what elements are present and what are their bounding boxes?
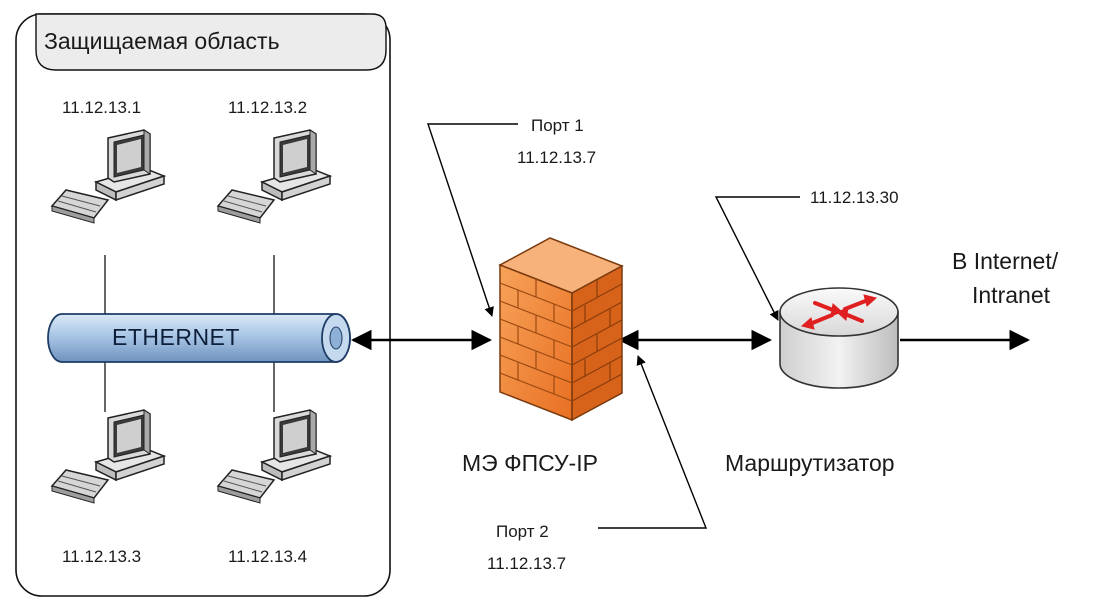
protected-area-title-tab [35, 13, 387, 71]
port1-callout-line [427, 123, 518, 317]
computer-icon-4 [217, 409, 331, 504]
firewall-label: МЭ ФПСУ-IP [462, 450, 598, 476]
host-ip-3: 11.12.13.3 [62, 547, 142, 566]
host-ip-1: 11.12.13.1 [62, 98, 142, 117]
ethernet-label: ETHERNET [112, 324, 240, 350]
router-ip-callout-line [714, 196, 800, 321]
computer-icon-1 [51, 129, 165, 224]
router-icon [779, 287, 899, 389]
uplink-label-line2: Intranet [972, 282, 1050, 308]
host-ip-2: 11.12.13.2 [228, 98, 308, 117]
router-label: Маршрутизатор [725, 450, 895, 476]
port2-name: Порт 2 [496, 522, 549, 541]
uplink-label-line1: В Internet/ [952, 248, 1059, 274]
computer-icon-3 [51, 409, 165, 504]
ethernet-bus-icon [47, 313, 351, 363]
firewall-icon [498, 237, 624, 422]
host-ip-4: 11.12.13.4 [228, 547, 308, 566]
protected-area-title: Защищаемая область [44, 28, 280, 54]
port1-ip: 11.12.13.7 [517, 148, 597, 167]
port1-name: Порт 1 [531, 116, 584, 135]
port2-ip: 11.12.13.7 [487, 554, 567, 573]
router-ip: 11.12.13.30 [810, 188, 899, 207]
computer-icon-2 [217, 129, 331, 224]
port2-callout-line [598, 355, 708, 529]
